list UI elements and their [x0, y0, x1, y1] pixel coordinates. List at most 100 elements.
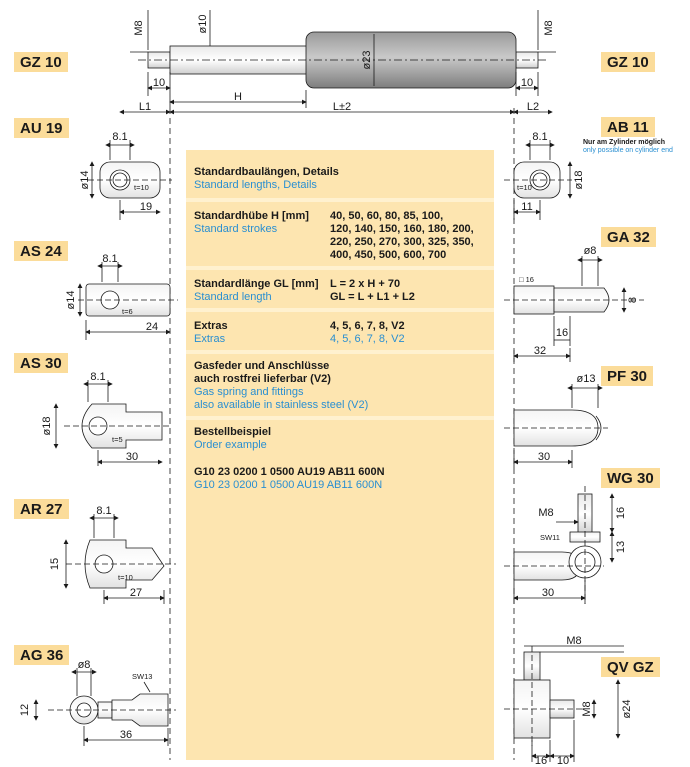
dim-ab11-11: 11: [521, 201, 532, 213]
wg30-drawing: [504, 486, 615, 604]
label-gz10-right: GZ 10: [601, 52, 655, 72]
label-au19: AU 19: [14, 118, 69, 138]
dim-d23: ø23: [361, 51, 373, 70]
label-gz10-left: GZ 10: [14, 52, 68, 72]
length-de: Standardlänge GL [mm]: [194, 278, 319, 290]
dim-d10: ø10: [197, 15, 209, 34]
dim-wg30-16: 16: [615, 507, 627, 519]
label-ga32: GA 32: [601, 227, 656, 247]
dim-au19-19: 19: [140, 201, 152, 213]
section-standard-strokes: Standardhübe H [mm] Standard strokes 40,…: [186, 202, 494, 266]
section-standard-length: Standardlänge GL [mm] Standard length L …: [186, 270, 494, 308]
dim-ga32-8: 8: [627, 297, 639, 303]
strokes-values-3: 220, 250, 270, 300, 325, 350,: [330, 236, 474, 248]
dim-qvgz-m8-top: M8: [566, 635, 581, 647]
dim-ga32-sq16: □ 16: [519, 275, 534, 284]
dim-l1: L1: [139, 101, 151, 113]
pf30-drawing: [504, 384, 608, 468]
dim-wg30-13: 13: [615, 541, 627, 553]
strokes-de: Standardhübe H [mm]: [194, 210, 309, 222]
info-panel: Standardbaulängen, Details Standard leng…: [186, 150, 494, 760]
dim-ga32-16: 16: [556, 327, 568, 339]
dim-as24-d14: ø14: [65, 291, 77, 310]
dim-qvgz-16: 16: [535, 755, 547, 767]
qvgz-drawing: [504, 645, 624, 762]
standard-lengths-en: Standard lengths, Details: [194, 179, 317, 191]
dim-ag36-sw13: SW13: [132, 672, 152, 681]
ar27-drawing: [63, 514, 176, 604]
dim-ar27-8-1: 8.1: [96, 505, 111, 517]
dim-wg30-sw11: SW11: [540, 533, 560, 542]
label-ar27: AR 27: [14, 499, 69, 519]
dim-wg30-30: 30: [542, 587, 554, 599]
section-order-example: Bestellbeispiel Order example G10 23 020…: [186, 420, 494, 760]
dim-10-left: 10: [153, 77, 165, 89]
cylinder-note-en: only possible on cylinder end: [583, 147, 673, 154]
label-ab11: AB 11: [601, 117, 655, 137]
dim-wg30-m8: M8: [538, 507, 553, 519]
dim-ab11-t10: t=10: [517, 183, 532, 192]
order-code-en: G10 23 0200 1 0500 AU19 AB11 600N: [194, 479, 383, 491]
dim-as30-d18: ø18: [41, 417, 53, 436]
dim-as24-24: 24: [146, 321, 158, 333]
dim-ag36-12: 12: [19, 704, 31, 716]
dim-ag36-36: 36: [120, 729, 132, 741]
as30-drawing: [53, 380, 172, 466]
extras-values-en: 4, 5, 6, 7, 8, V2: [330, 333, 405, 345]
strokes-values-1: 40, 50, 60, 80, 85, 100,: [330, 210, 444, 222]
au19-drawing: [88, 140, 172, 220]
stainless-en-1: Gas spring and fittings: [194, 386, 304, 398]
dim-m8-left: M8: [133, 20, 145, 35]
dim-l-tol: L±2: [333, 101, 351, 113]
dim-as30-8-1: 8.1: [90, 371, 105, 383]
strokes-values-4: 400, 450, 500, 600, 700: [330, 249, 447, 261]
dim-au19-d14: ø14: [79, 171, 91, 190]
ag36-drawing: [33, 668, 176, 746]
dim-qvgz-d24: ø24: [621, 700, 633, 719]
order-de: Bestellbeispiel: [194, 426, 272, 438]
label-ag36: AG 36: [14, 645, 70, 665]
stainless-de-1: Gasfeder und Anschlüsse: [194, 360, 330, 372]
strokes-en: Standard strokes: [194, 223, 278, 235]
section-standard-lengths: Standardbaulängen, Details Standard leng…: [186, 150, 494, 198]
dim-l2: L2: [527, 101, 539, 113]
dim-ar27-27: 27: [130, 587, 142, 599]
dim-ga32-d8: ø8: [584, 245, 597, 257]
label-wg30: WG 30: [601, 468, 660, 488]
label-pf30: PF 30: [601, 366, 654, 386]
dim-qvgz-10: 10: [557, 755, 569, 767]
extras-values-de: 4, 5, 6, 7, 8, V2: [330, 320, 405, 332]
dim-h: H: [234, 91, 242, 103]
stainless-en-2: also available in stainless steel (V2): [194, 399, 369, 411]
gas-spring-drawing: [119, 10, 556, 115]
label-as24: AS 24: [14, 241, 68, 261]
cylinder-note-de: Nur am Zylinder möglich: [583, 139, 666, 146]
label-as30: AS 30: [14, 353, 68, 373]
stainless-de-2: auch rostfrei lieferbar (V2): [194, 373, 331, 385]
dim-pf30-30: 30: [538, 451, 550, 463]
dim-ar27-15: 15: [49, 558, 61, 570]
length-en: Standard length: [194, 291, 272, 303]
dim-au19-t10: t=10: [134, 183, 149, 192]
dim-m8-right: M8: [543, 20, 555, 35]
dim-au19-8-1: 8.1: [112, 131, 127, 143]
strokes-values-2: 120, 140, 150, 160, 180, 200,: [330, 223, 474, 235]
dim-qvgz-m8-side: M8: [581, 701, 593, 716]
extras-de: Extras: [194, 320, 228, 332]
length-formula-1: L = 2 x H + 70: [330, 278, 401, 290]
ab11-drawing: [504, 140, 573, 220]
section-extras: Extras Extras 4, 5, 6, 7, 8, V2 4, 5, 6,…: [186, 312, 494, 350]
dim-as30-30: 30: [126, 451, 138, 463]
dim-pf30-d13: ø13: [577, 373, 596, 385]
dim-ab11-8-1: 8.1: [532, 131, 547, 143]
label-qvgz: QV GZ: [601, 657, 660, 677]
standard-lengths-de: Standardbaulängen, Details: [194, 166, 339, 178]
order-code-de: G10 23 0200 1 0500 AU19 AB11 600N: [194, 466, 385, 478]
dim-10-right: 10: [521, 77, 533, 89]
order-en: Order example: [194, 439, 267, 451]
extras-en: Extras: [194, 333, 226, 345]
section-stainless: Gasfeder und Anschlüsse auch rostfrei li…: [186, 354, 494, 416]
dim-as24-8-1: 8.1: [102, 253, 117, 265]
dim-ab11-d18: ø18: [573, 171, 585, 190]
